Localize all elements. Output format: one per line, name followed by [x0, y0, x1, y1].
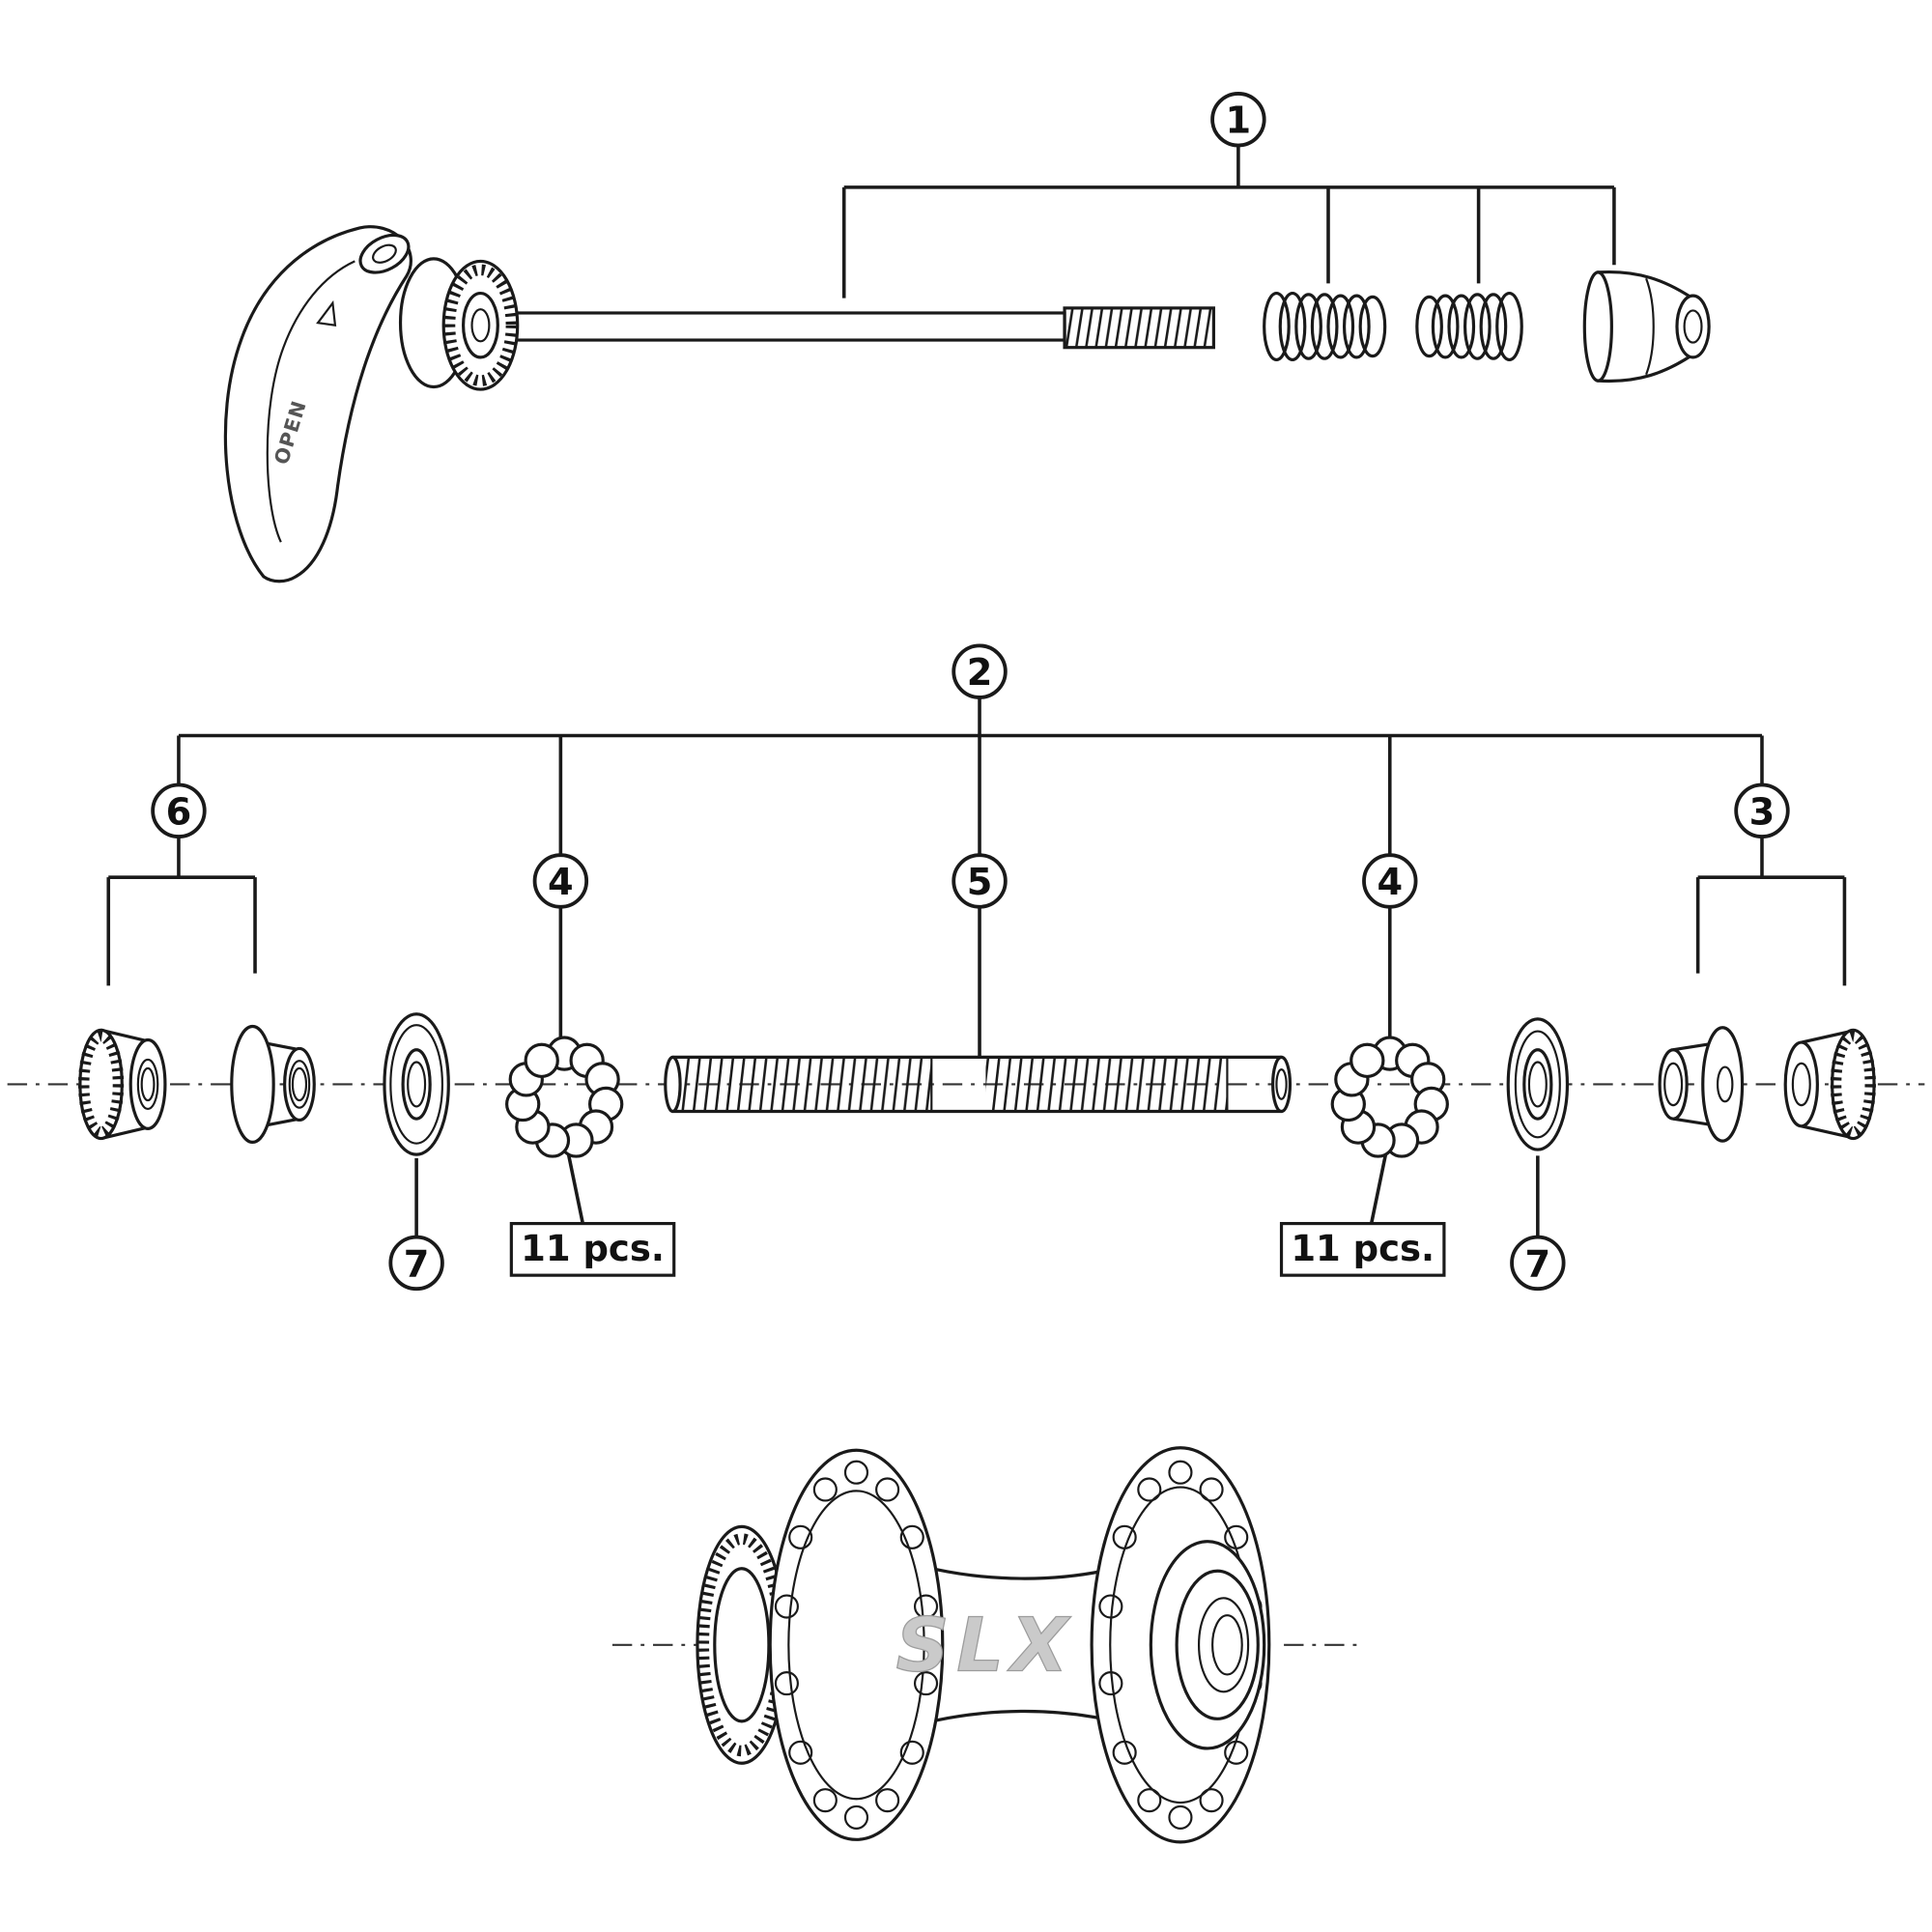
qr-leader-lines	[841, 145, 1616, 298]
qr-lever: OPEN	[223, 225, 412, 583]
callout-1: 1	[1210, 92, 1266, 148]
lock-nut-left	[77, 1028, 167, 1141]
qty-box-right-label: 11 pcs.	[1291, 1228, 1435, 1269]
callout-2-label: 2	[967, 651, 993, 695]
callout-4-right: 4	[1362, 853, 1418, 909]
qr-spring-right	[1415, 291, 1523, 362]
dust-cap-left	[383, 1012, 450, 1156]
qr-end-nut	[1582, 270, 1711, 384]
skewer-rod	[496, 306, 1215, 350]
qty-box-right: 11 pcs.	[1279, 1221, 1446, 1277]
axle	[664, 1055, 1293, 1114]
hub-bearing-bore	[1149, 1540, 1266, 1750]
qr-assembly: 1 OPEN	[223, 92, 1711, 583]
hub-logo: SLX	[895, 1604, 1075, 1690]
callout-4-left: 4	[532, 853, 589, 909]
qr-pivot-dome	[358, 233, 411, 274]
qty-box-left: 11 pcs.	[509, 1221, 676, 1277]
axle-assembly: 2 6 3 4 5 4 7 7	[7, 643, 1925, 1292]
cone-right	[1658, 1026, 1745, 1143]
callout-7-left-label: 7	[404, 1242, 430, 1286]
callout-3: 3	[1734, 782, 1790, 838]
dust-cap-right	[1506, 1017, 1570, 1151]
callout-6-label: 6	[166, 790, 192, 834]
qr-spring-left	[1263, 291, 1387, 362]
callout-6: 6	[151, 782, 207, 838]
callout-7-right: 7	[1510, 1235, 1566, 1292]
cone-left	[230, 1024, 316, 1144]
axle-leader-lines	[106, 696, 1847, 1237]
lock-nut-right	[1783, 1028, 1876, 1141]
callout-4-left-label: 4	[548, 861, 574, 904]
ball-retainer-right	[1330, 1036, 1449, 1158]
callout-7-left: 7	[388, 1235, 444, 1292]
hub-shell: SLX	[611, 1446, 1359, 1844]
callout-7-right-label: 7	[1525, 1242, 1551, 1286]
hub-left-flange	[768, 1448, 945, 1841]
callout-4-right-label: 4	[1377, 861, 1403, 904]
callout-5: 5	[952, 853, 1008, 909]
callout-3-label: 3	[1749, 790, 1776, 834]
qty-box-left-label: 11 pcs.	[521, 1228, 665, 1269]
centerlock-spline-ring	[696, 1524, 788, 1765]
callout-2: 2	[952, 643, 1008, 699]
qr-serrated-nut	[441, 259, 520, 391]
ball-retainer-left	[505, 1036, 624, 1158]
callout-1-label: 1	[1226, 99, 1252, 143]
callout-5-label: 5	[967, 861, 993, 904]
